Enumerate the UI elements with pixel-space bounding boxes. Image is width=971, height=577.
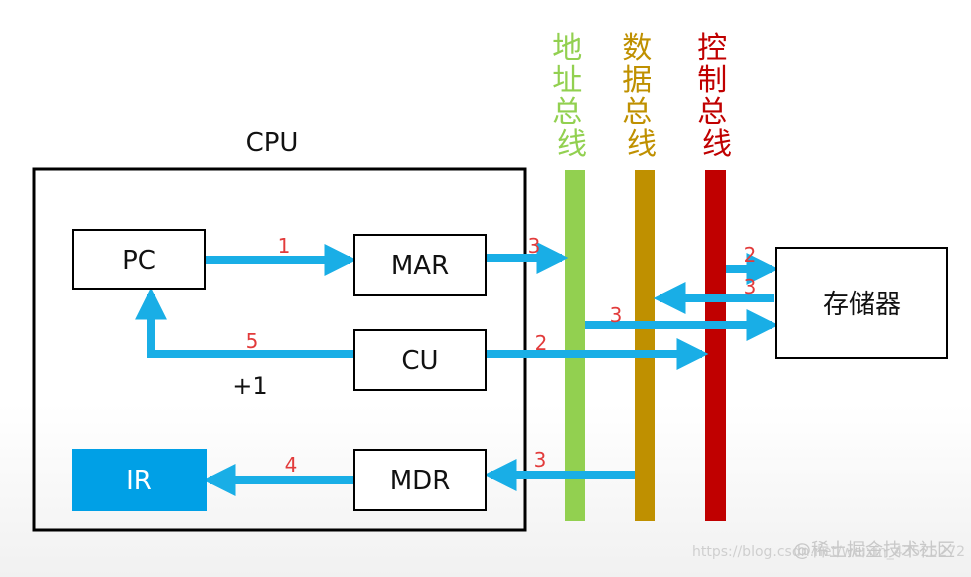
step-3-mdr-label: 3 (534, 448, 547, 472)
pc-box (72, 229, 206, 290)
cu-label: CU (401, 346, 438, 376)
ir-box (72, 449, 207, 511)
mdr-box (353, 449, 487, 511)
ir-label: IR (126, 466, 152, 496)
pc-label: PC (122, 246, 156, 276)
plus-one-label: +1 (232, 372, 267, 400)
step-1-label: 1 (278, 234, 291, 258)
memory-box (775, 247, 948, 359)
address-bus (565, 170, 585, 521)
watermark-brand: @稀土掘金技术社区 (793, 540, 955, 561)
step-2-cu-label: 2 (535, 331, 548, 355)
cu-box (353, 329, 487, 391)
step-2-mem-label: 2 (744, 243, 757, 267)
arrow-cu-to-pc (135, 287, 353, 358)
step-3-mar-label: 3 (528, 234, 541, 258)
step-4-label: 4 (285, 453, 298, 477)
data-bus-label: 数 据 总 线 (622, 31, 662, 162)
step-3-mem-out-label: 3 (744, 275, 757, 299)
cpu-label: CPU (246, 128, 299, 158)
mar-label: MAR (391, 251, 449, 281)
step-3-data-in-label: 3 (610, 303, 623, 327)
control-bus (705, 170, 726, 521)
mdr-label: MDR (390, 466, 451, 496)
memory-label: 存储器 (823, 290, 901, 320)
cpu-box (32, 167, 527, 532)
data-bus (635, 170, 655, 521)
step-5-label: 5 (246, 329, 259, 353)
mar-box (353, 234, 487, 296)
control-bus-label: 控 制 总 线 (697, 31, 737, 162)
address-bus-label: 地 址 总 线 (552, 31, 592, 162)
watermark-url: https://blog.csdn.net/weixin_43525272 (692, 544, 965, 560)
